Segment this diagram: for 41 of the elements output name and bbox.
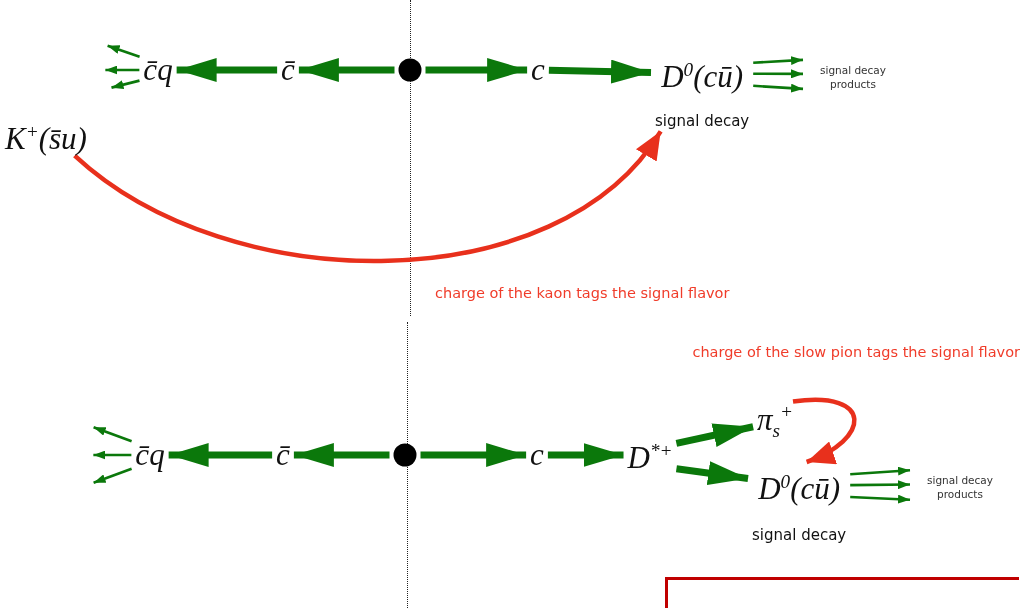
particle-symbol: c	[531, 51, 545, 89]
arrow	[675, 461, 749, 485]
arrow	[850, 494, 911, 504]
vertex-dot	[398, 58, 422, 82]
particle-symbol: K$^{+}$(s̄u)	[5, 120, 87, 156]
arrow	[753, 83, 804, 93]
caption-text: signal decay	[752, 525, 847, 546]
particle-symbol: c̄q	[143, 51, 173, 89]
arrow	[675, 423, 754, 447]
annotation-text: charge of the kaon tags the signal flavor	[435, 285, 730, 301]
caption-text: signal decay	[655, 111, 750, 132]
arrow	[420, 443, 527, 467]
arrow	[168, 443, 273, 467]
arrow	[298, 58, 395, 82]
arrow	[850, 480, 910, 490]
arrow	[548, 59, 652, 84]
particle-symbol: c	[530, 436, 544, 474]
curved-arrow	[792, 397, 857, 465]
arrow	[105, 65, 140, 75]
arrow	[753, 69, 803, 79]
arrow	[111, 79, 140, 90]
arrow	[176, 58, 278, 82]
annotation-text: charge of the slow pion tags the signal flavor	[692, 344, 1020, 360]
particle-symbol: D$^{*+}$	[627, 439, 673, 478]
particle-symbol: c̄	[276, 436, 290, 474]
products-text: signal decay products	[926, 473, 994, 502]
arrow	[850, 466, 911, 476]
particle-symbol: c̄	[281, 51, 295, 89]
arrow	[93, 426, 133, 443]
arrow	[93, 467, 133, 484]
particle-symbol: c̄q	[135, 436, 165, 474]
particle-symbol: D$^{0}$(cū)	[758, 470, 841, 509]
arrow	[753, 56, 804, 66]
curved-arrow	[73, 129, 663, 264]
vertex-dot	[393, 443, 417, 467]
products-text: signal decay products	[819, 63, 887, 92]
arrow	[93, 450, 132, 460]
arrow	[293, 443, 390, 467]
particle-symbol: D$^{0}$(cū)	[661, 58, 744, 97]
arrow	[425, 58, 528, 82]
arrow	[107, 44, 140, 58]
